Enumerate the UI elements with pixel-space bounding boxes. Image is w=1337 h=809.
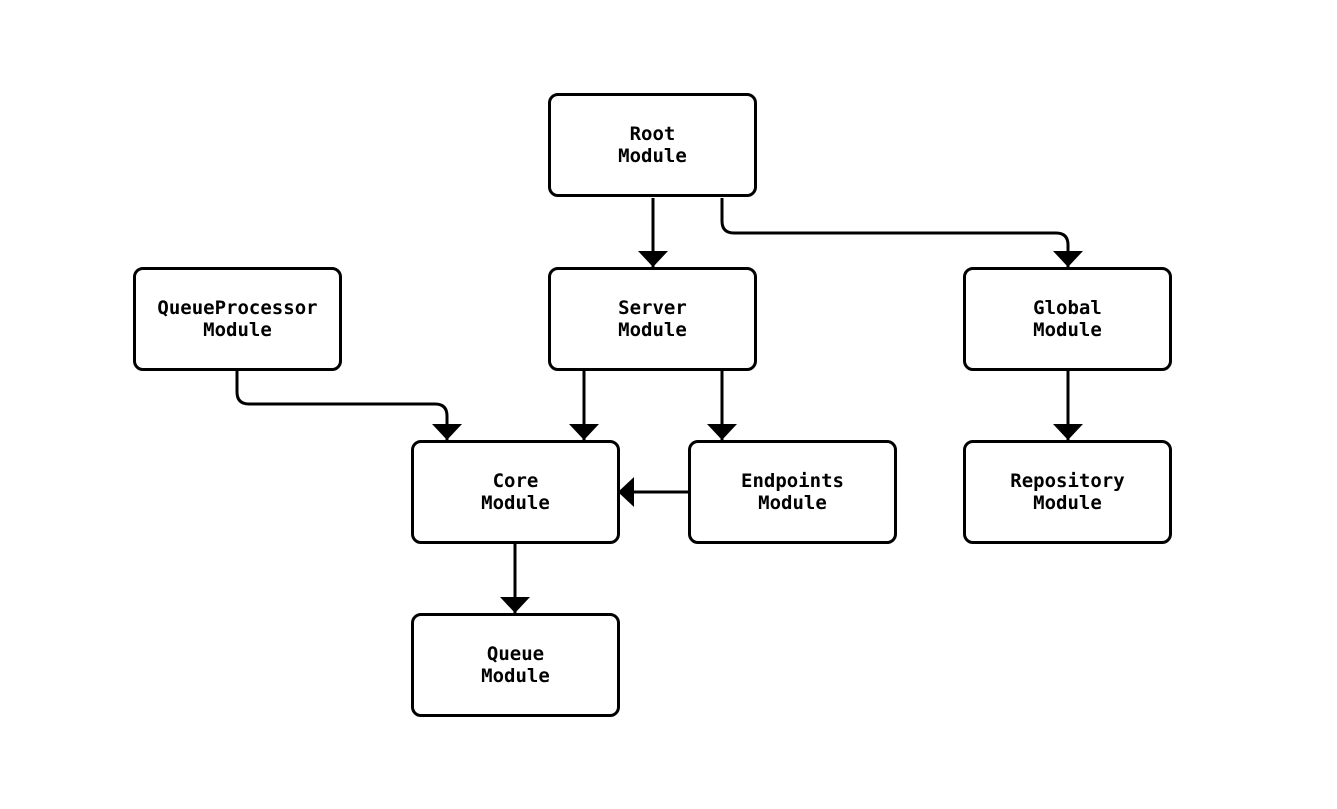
node-queue-module: Queue Module bbox=[411, 613, 620, 717]
node-core-module: Core Module bbox=[411, 440, 620, 544]
node-endpoints-module-label: Endpoints Module bbox=[741, 470, 844, 514]
node-core-module-label: Core Module bbox=[481, 470, 550, 514]
edge-queueprocessor-to-core bbox=[235, 371, 462, 440]
edge-root-to-global bbox=[720, 198, 1083, 267]
node-root-module-label: Root Module bbox=[618, 123, 687, 167]
node-server-module-label: Server Module bbox=[618, 297, 687, 341]
node-repository-module: Repository Module bbox=[963, 440, 1172, 544]
node-queueprocessor-module-label: QueueProcessor Module bbox=[157, 297, 318, 341]
node-global-module-label: Global Module bbox=[1033, 297, 1102, 341]
node-queueprocessor-module: QueueProcessor Module bbox=[133, 267, 342, 371]
node-repository-module-label: Repository Module bbox=[1010, 470, 1125, 514]
node-queue-module-label: Queue Module bbox=[481, 643, 550, 687]
node-root-module: Root Module bbox=[548, 93, 757, 197]
node-server-module: Server Module bbox=[548, 267, 757, 371]
node-endpoints-module: Endpoints Module bbox=[688, 440, 897, 544]
node-global-module: Global Module bbox=[963, 267, 1172, 371]
